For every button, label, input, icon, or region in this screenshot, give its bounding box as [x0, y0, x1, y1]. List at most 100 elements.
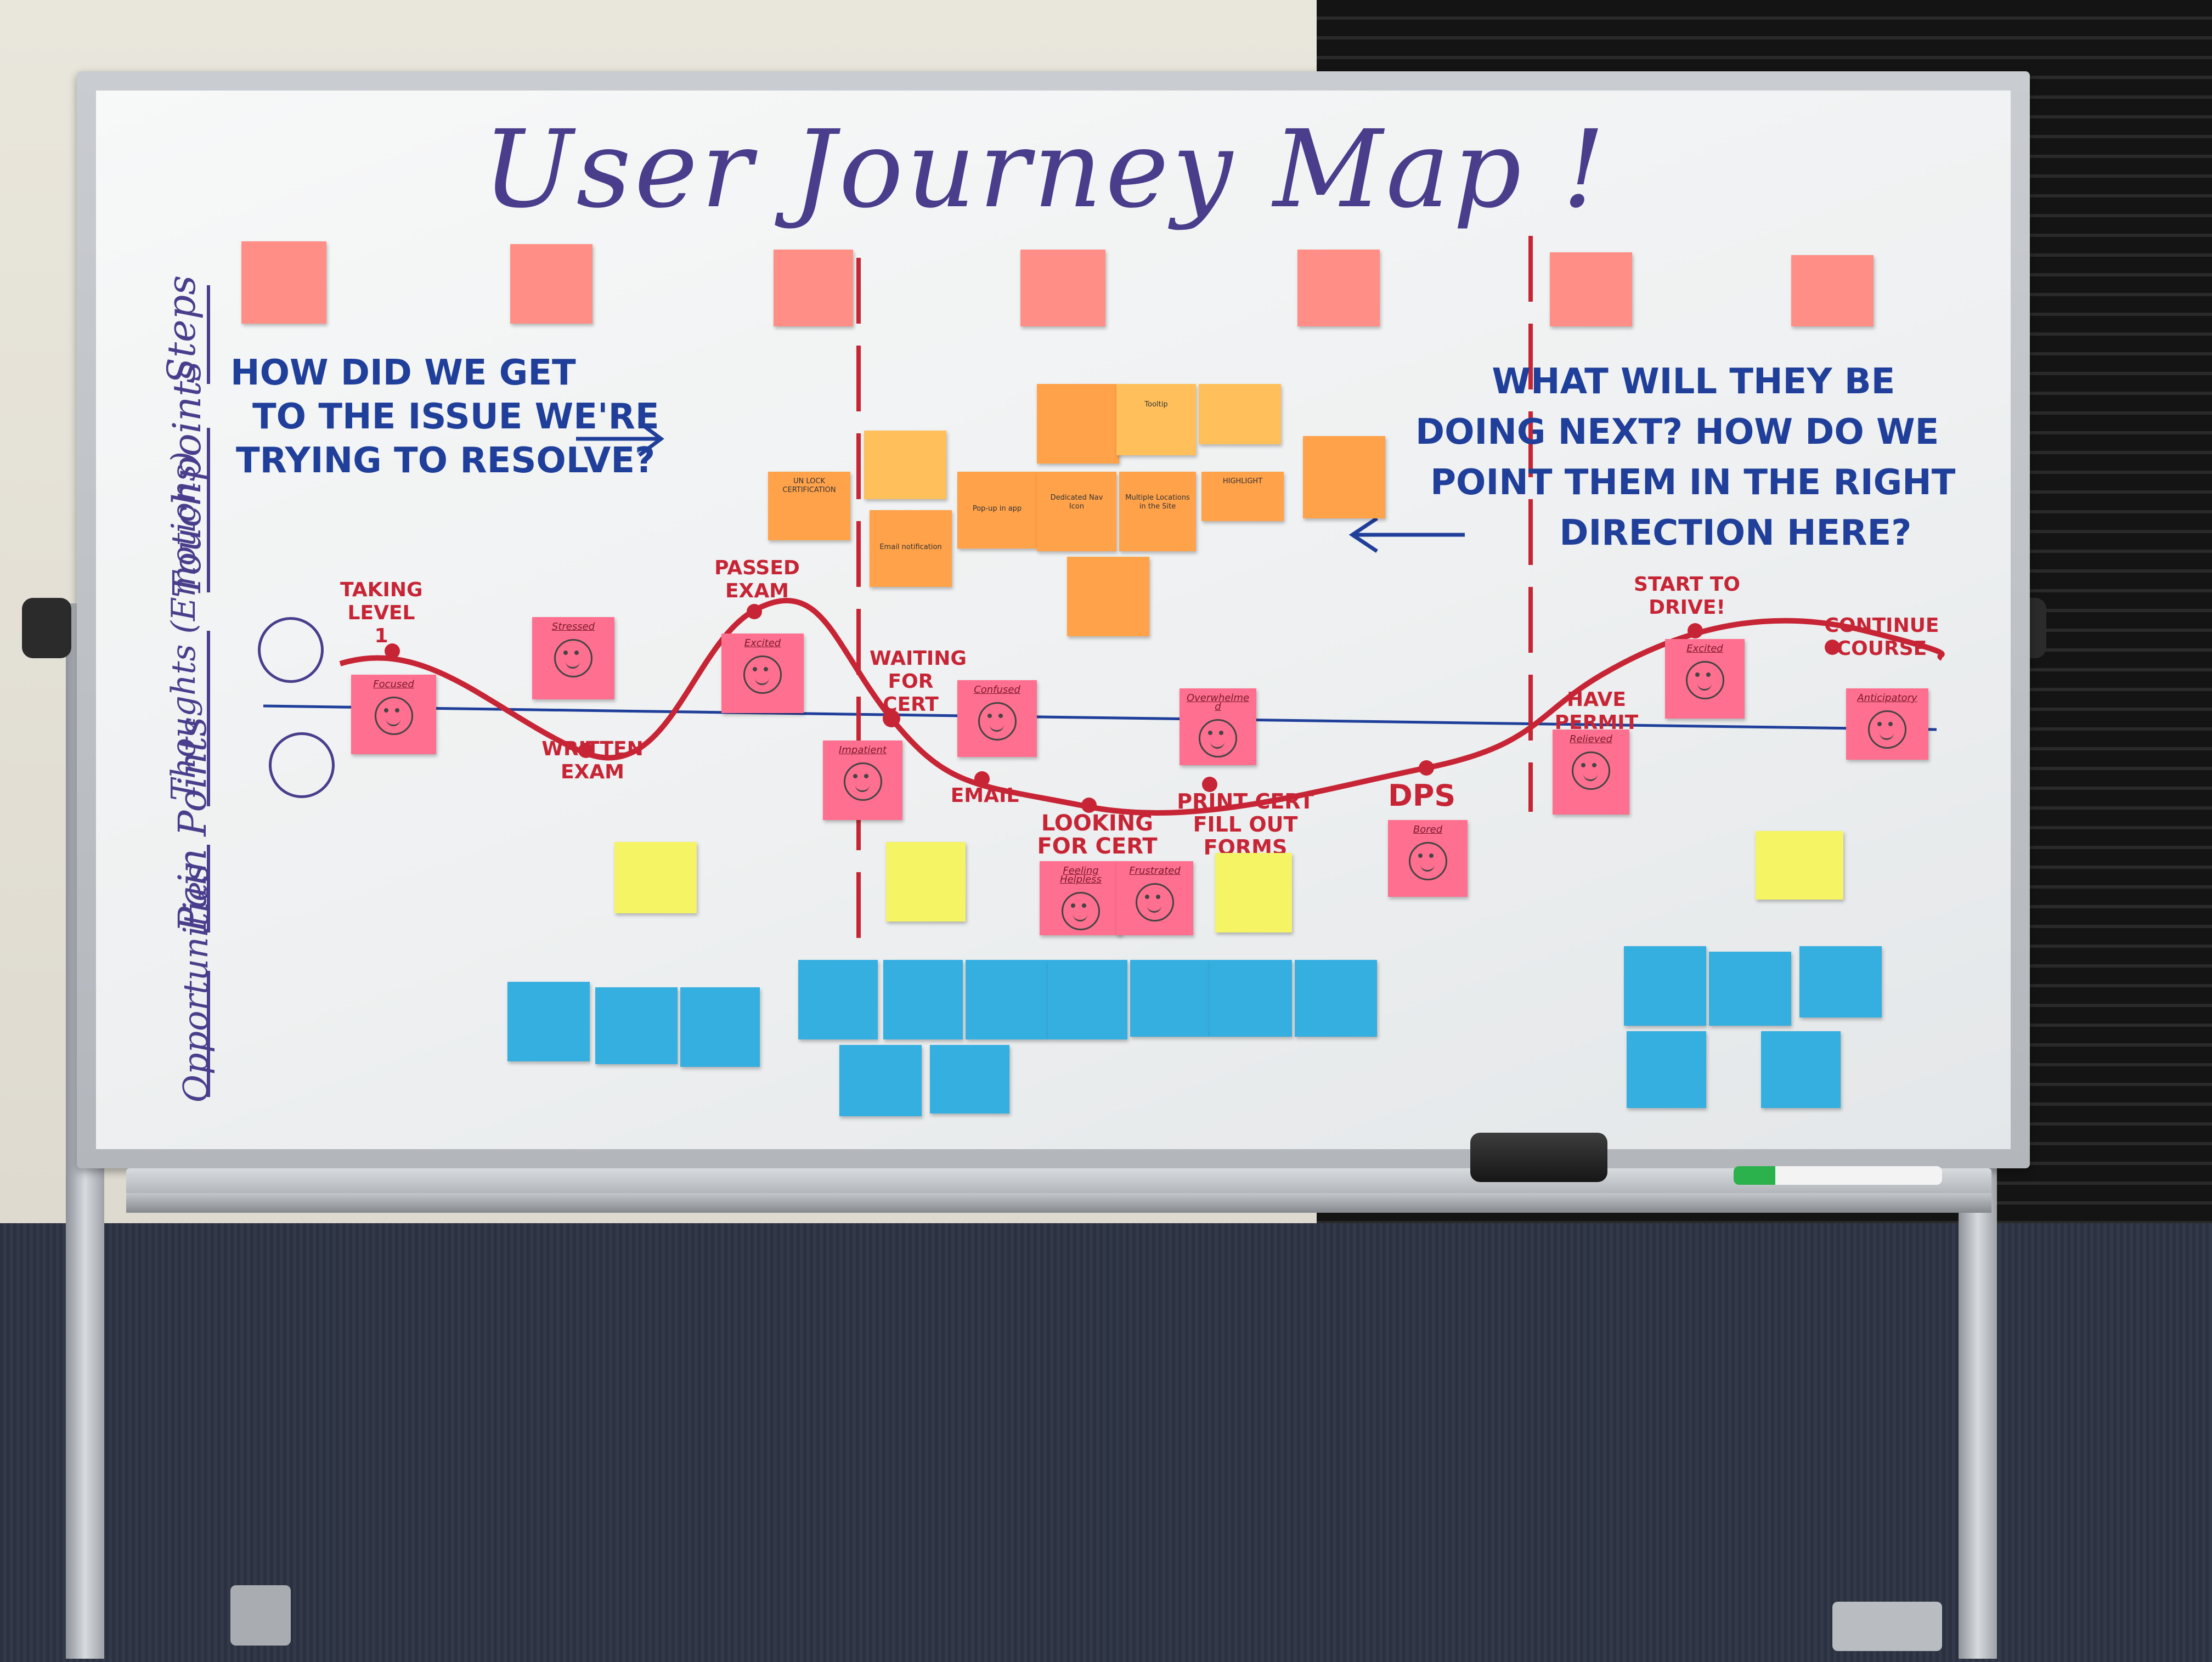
emotion-note: Feeling Helpless: [1040, 861, 1122, 935]
right-question: WHAT WILL THEY BE DOING NEXT? HOW DO WE …: [1415, 357, 1955, 558]
opportunity-note: [680, 987, 760, 1067]
touchpoint-note: Pop-up in app: [957, 472, 1037, 549]
pain-point-note: [1215, 853, 1292, 932]
emotion-note: Anticipatory: [1846, 688, 1928, 760]
journey-label: TAKING LEVEL 1: [340, 579, 423, 647]
right-question-line: DOING NEXT? HOW DO WE: [1415, 412, 1939, 453]
touchpoint-text: Pop-up in app: [972, 505, 1022, 513]
opportunity-note: [1709, 952, 1791, 1026]
touchpoint-note: Email notification: [870, 510, 952, 587]
happy-face-icon: [258, 617, 324, 683]
touchpoint-note: UN LOCK CERTIFICATION: [768, 472, 850, 540]
touchpoint-note: [1037, 384, 1119, 463]
touchpoint-note: Multiple Locations in the Site: [1119, 472, 1196, 551]
touchpoint-note: Dedicated Nav Icon: [1037, 472, 1116, 551]
face-icon: [843, 762, 882, 801]
emotion-label: Overwhelmed: [1186, 692, 1250, 713]
step-note: [1297, 250, 1380, 326]
emotion-note: Stressed: [532, 617, 614, 699]
touchpoint-text: Email notification: [879, 543, 942, 551]
opportunity-note: [966, 960, 1048, 1039]
face-icon: [374, 697, 413, 735]
face-icon: [1685, 661, 1724, 699]
touchpoint-text: Multiple Locations in the Site: [1125, 494, 1190, 511]
left-question: HOW DID WE GET TO THE ISSUE WE'RE TRYING…: [230, 351, 659, 483]
touchpoint-note: [1303, 436, 1385, 518]
pain-point-note: [614, 842, 697, 913]
sad-face-icon: [269, 732, 335, 798]
journey-label: PASSED EXAM: [714, 557, 800, 602]
emotion-label: Stressed: [551, 621, 595, 632]
opportunity-note: [1295, 960, 1377, 1037]
emotion-note: Relieved: [1553, 730, 1629, 815]
opportunity-note: [883, 960, 963, 1039]
pain-point-note: [1756, 831, 1843, 900]
left-question-line: HOW DID WE GET: [230, 353, 576, 393]
emotion-note: Excited: [721, 634, 804, 713]
carpet-floor: [0, 1223, 2212, 1662]
emotion-note: Excited: [1665, 639, 1745, 719]
emotion-label: Relieved: [1570, 733, 1612, 745]
touchpoint-text: HIGHLIGHT: [1222, 477, 1263, 485]
opportunity-note: [1761, 1031, 1841, 1108]
opportunity-note: [930, 1045, 1009, 1113]
caster-wheel: [1832, 1602, 1942, 1651]
emotion-label: Excited: [1686, 643, 1723, 654]
face-icon: [1868, 710, 1906, 749]
emotion-note: Bored: [1388, 820, 1468, 897]
emotion-note: Confused: [957, 680, 1037, 757]
step-note: [1791, 255, 1874, 326]
opportunity-note: [1210, 960, 1292, 1037]
opportunity-note: [1624, 946, 1706, 1026]
opportunity-note: [1130, 960, 1210, 1037]
face-icon: [1062, 892, 1100, 930]
journey-label: WAITING FOR CERT: [870, 647, 967, 716]
journey-label: PRINT CERT FILL OUT FORMS: [1177, 789, 1314, 860]
caster-wheel: [230, 1585, 291, 1646]
right-question-line: WHAT WILL THEY BE: [1492, 361, 1895, 402]
pain-point-note: [886, 842, 966, 922]
marker-tray-lip: [126, 1193, 1991, 1213]
face-icon: [743, 655, 782, 694]
journey-label: DPS: [1388, 778, 1456, 813]
step-note: [1550, 252, 1632, 326]
opportunity-note: [1627, 1031, 1706, 1108]
face-icon: [554, 639, 592, 677]
touchpoint-text: UN LOCK CERTIFICATION: [782, 477, 836, 494]
step-note: [774, 250, 853, 326]
emotion-label: Confused: [974, 684, 1020, 696]
emotion-label: Impatient: [839, 744, 887, 756]
touchpoint-text: Tooltip: [1144, 400, 1168, 409]
marker: [1734, 1166, 1942, 1185]
emotion-note: Frustrated: [1116, 861, 1193, 935]
right-question-line: DIRECTION HERE?: [1559, 513, 1912, 553]
journey-label: CONTINUE COURSE: [1824, 614, 1939, 660]
emotion-note: Impatient: [823, 740, 902, 820]
emotion-label: Anticipatory: [1857, 692, 1917, 704]
touchpoint-note: [1199, 384, 1281, 444]
step-note: [510, 244, 592, 324]
opportunity-note: [595, 987, 678, 1064]
touchpoint-note: Tooltip: [1116, 384, 1196, 455]
left-question-line: TO THE ISSUE WE'RE: [252, 397, 659, 437]
emotion-label: Bored: [1413, 824, 1443, 835]
emotion-label: Focused: [373, 679, 414, 690]
touchpoint-note: HIGHLIGHT: [1201, 472, 1284, 521]
journey-label: EMAIL: [950, 784, 1019, 807]
journey-label: WRITTEN EXAM: [541, 738, 644, 783]
face-icon: [1136, 883, 1174, 922]
left-question-line: TRYING TO RESOLVE?: [236, 440, 656, 481]
journey-label: START TO DRIVE!: [1634, 573, 1740, 619]
emotion-note: Overwhelmed: [1180, 688, 1256, 765]
step-note: [241, 241, 326, 324]
opportunity-note: [507, 982, 590, 1061]
board-title: User Journey Map !: [483, 107, 1609, 231]
touchpoint-note: [1067, 557, 1149, 636]
face-icon: [1572, 751, 1610, 790]
journey-label: HAVE PERMIT: [1554, 688, 1639, 734]
emotion-note: Focused: [351, 675, 436, 754]
opportunity-note: [1048, 960, 1127, 1039]
step-note: [1020, 250, 1105, 326]
touchpoint-text: Dedicated Nav Icon: [1050, 494, 1103, 511]
face-icon: [978, 702, 1017, 740]
